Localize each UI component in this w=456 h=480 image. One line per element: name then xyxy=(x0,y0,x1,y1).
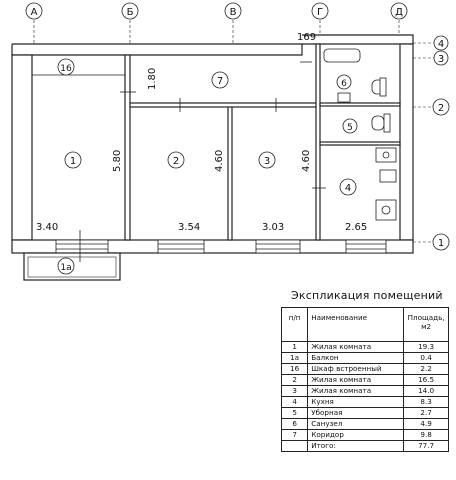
row-number: 3 xyxy=(280,385,309,397)
axis-marker-1 xyxy=(432,233,450,251)
dimension-height-room-1: 5.80 xyxy=(112,150,123,172)
row-name: Шкаф встроенный xyxy=(307,363,405,375)
explication-title: Экспликация помещений xyxy=(291,289,443,302)
row-area: 9.8 xyxy=(403,429,449,441)
row-area: 4.9 xyxy=(403,418,449,430)
room-label-1: 1 xyxy=(70,156,76,167)
axis-marker-b xyxy=(121,2,139,20)
axis-marker-2 xyxy=(432,98,450,116)
axis-marker-3 xyxy=(433,50,449,66)
row-number: 16 xyxy=(280,363,309,375)
row-area: 16.5 xyxy=(403,374,449,386)
axis-label-3: 3 xyxy=(438,54,444,65)
dimension-width-room-1: 3.40 xyxy=(36,222,58,233)
axis-label-1: 1 xyxy=(438,238,444,249)
room-label-5: 5 xyxy=(347,123,353,133)
dimension-corridor: 1.80 xyxy=(147,68,158,90)
room-label-7: 7 xyxy=(217,76,223,87)
row-name: Жилая комната xyxy=(307,374,405,386)
row-area: 2.2 xyxy=(403,363,449,375)
axis-marker-g xyxy=(311,2,329,20)
row-area: 14.0 xyxy=(403,385,449,397)
header-name: Наименование xyxy=(307,307,405,342)
axis-label-d: Д xyxy=(395,7,403,18)
row-number: 1 xyxy=(280,341,309,353)
row-area: 2.7 xyxy=(403,407,449,419)
dimension-width-room-3: 3.03 xyxy=(262,222,284,233)
axis-marker-a xyxy=(25,2,43,20)
dimension-width-room-4: 2.65 xyxy=(345,222,367,233)
room-label-3: 3 xyxy=(264,156,270,167)
row-number: 6 xyxy=(280,418,309,430)
row-name: Жилая комната xyxy=(307,385,405,397)
axis-label-v: В xyxy=(230,7,237,18)
axis-marker-4 xyxy=(433,35,449,51)
axis-label-2: 2 xyxy=(438,103,444,114)
dimension-height-room-3: 4.60 xyxy=(301,150,312,172)
row-number: 1а xyxy=(280,352,309,364)
row-area: 19.3 xyxy=(403,341,449,353)
dimension-height-room-2: 4.60 xyxy=(214,150,225,172)
row-name: Жилая комната xyxy=(307,341,405,353)
room-label-6: 6 xyxy=(341,79,347,89)
row-name: Кухня xyxy=(307,396,405,408)
row-area: 8.3 xyxy=(403,396,449,408)
total-blank xyxy=(280,440,309,452)
row-name: Санузел xyxy=(307,418,405,430)
row-name: Балкон xyxy=(307,352,405,364)
total-label: Итого: xyxy=(307,440,405,452)
axis-label-b: Б xyxy=(127,7,134,18)
row-area: 0.4 xyxy=(403,352,449,364)
axis-label-a: А xyxy=(31,7,38,18)
dimension-width-room-2: 3.54 xyxy=(178,222,200,233)
total-area: 77.7 xyxy=(403,440,449,452)
table-header-row: п/п Наименование Площадь, м2 xyxy=(280,307,449,342)
row-name: Уборная xyxy=(307,407,405,419)
dimension-top: 169 xyxy=(297,32,316,43)
row-number: 7 xyxy=(280,429,309,441)
axis-label-g: Г xyxy=(317,7,323,18)
header-area-label: Площадь, м2 xyxy=(407,313,445,331)
row-number: 5 xyxy=(280,407,309,419)
row-number: 2 xyxy=(280,374,309,386)
floor-plan: А Б В Г Д 4 3 2 1 1 2 3 4 5 6 7 16 1а 3.… xyxy=(11,2,450,281)
row-name: Коридор xyxy=(307,429,405,441)
room-label-1a: 1а xyxy=(60,263,71,273)
header-area: Площадь, м2 xyxy=(403,307,449,342)
axis-label-4: 4 xyxy=(438,39,444,50)
axis-marker-v xyxy=(224,2,242,20)
header-number: п/п xyxy=(280,307,309,342)
room-label-16: 16 xyxy=(60,64,72,74)
row-number: 4 xyxy=(280,396,309,408)
axis-marker-d xyxy=(390,2,408,20)
table-total-row: Итого:77.7 xyxy=(280,440,449,452)
room-label-2: 2 xyxy=(173,156,179,167)
room-label-4: 4 xyxy=(345,183,351,194)
